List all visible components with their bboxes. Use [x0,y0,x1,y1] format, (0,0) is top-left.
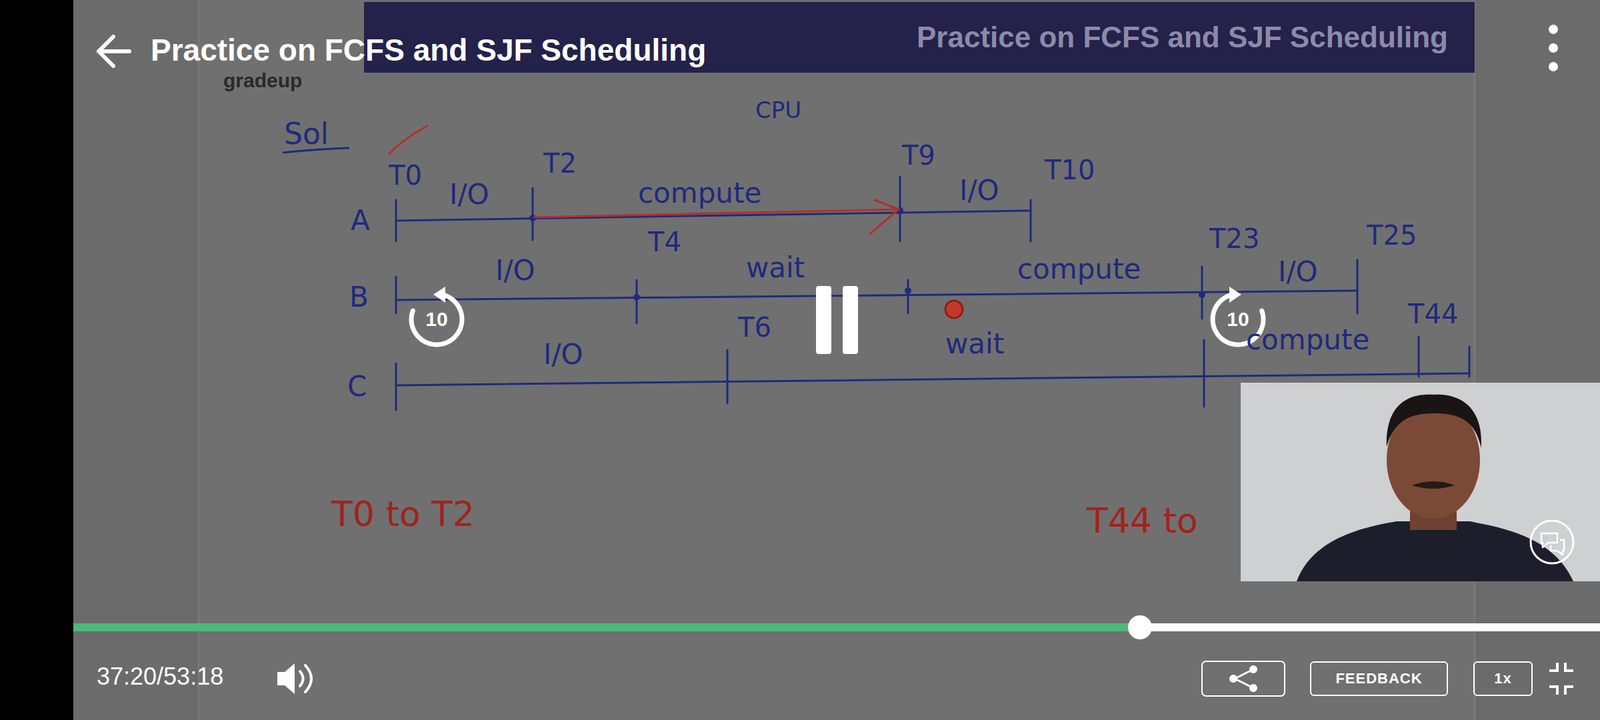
chat-icon [1530,520,1574,564]
time-marker: T0 [388,160,422,191]
red-arrowhead [870,200,899,234]
phase-label: I/O [1278,256,1318,288]
share-button [1202,661,1285,696]
black-strip [0,0,74,720]
volume-waves [300,665,312,692]
tick [726,350,729,404]
progress-played [73,623,1140,632]
pause-bar [816,286,832,354]
logo-text: gradeup [223,69,302,93]
check-mark [388,125,428,155]
time-marker: T23 [1209,223,1260,254]
slide-edge [198,0,200,720]
button-label: FEEDBACK [1335,670,1422,688]
fullscreen-exit-icon [1549,662,1574,695]
share-glyph [1249,684,1258,692]
slide-ground [198,0,1475,720]
rewind-button: 10 [404,286,470,352]
menu-dot [1548,62,1558,72]
time-marker: T4 [648,226,682,258]
tick [395,200,398,242]
progress-knob [1128,615,1152,640]
process-name: C [347,370,367,403]
slide-edge [1474,0,1476,720]
webcam-moustache [1412,481,1455,489]
phase-label: I/O [495,254,536,287]
phase-label: compute [1017,253,1141,286]
time-marker: T2 [543,148,577,179]
tick [907,280,910,314]
phase-label: I/O [959,174,1000,207]
time-marker: T9 [902,140,936,171]
skip-arrow-head [433,286,446,303]
volume-icon [277,663,295,694]
pause-bar [842,286,858,354]
tick [1203,340,1206,407]
back-arrow [98,36,130,66]
tick [1468,346,1471,377]
time-marker: T25 [1366,220,1417,251]
phase-label: I/O [543,338,584,371]
phase-label: I/O [449,178,490,211]
playback-time: 37:20/53:18 [96,662,224,690]
time-marker: T44 [1408,298,1458,330]
webcam-hair [1386,394,1482,448]
chat-glyph [1541,533,1564,555]
solution-mark: Sol [284,117,329,152]
resource-label: CPU [755,97,802,124]
timeline-a [396,210,1031,221]
skip-arrow-head [1229,286,1242,303]
tick [1030,200,1032,242]
phase-label: compute [1246,324,1370,356]
process-name: A [350,204,370,237]
skip-arrow-arc [411,295,462,345]
interval-note: T44 to [1086,501,1198,542]
button-label: 1x [1494,670,1512,688]
time-marker: T6 [738,312,772,343]
phase-label: wait [945,328,1004,360]
red-arrow [534,209,898,218]
time-marker: T10 [1044,154,1095,186]
share-glyph [1249,665,1258,674]
tick [532,188,534,240]
menu-dot [1548,24,1558,34]
skip-seconds: 10 [425,308,448,331]
tick [1356,260,1359,314]
point [633,294,640,301]
webcam-shirt [1296,521,1574,582]
point [904,287,912,294]
timeline-b [396,290,1358,300]
tick [1418,336,1420,377]
skip-seconds: 10 [1226,308,1249,331]
speed-button: 1x [1473,661,1533,696]
pointer-dot [945,300,963,318]
tick [395,276,398,314]
menu-dot [1548,43,1558,53]
video-title: Practice on FCFS and SJF Scheduling [150,32,706,68]
tick [395,363,398,410]
phase-label: wait [746,252,805,284]
slide-heading: Practice on FCFS and SJF Scheduling [916,20,1448,54]
share-glyph [1229,674,1238,683]
tick [636,280,638,324]
point [1198,291,1206,298]
progress-track [73,623,1600,632]
interval-note: T0 to T2 [331,494,475,535]
feedback-button: FEEDBACK [1310,661,1448,696]
process-name: B [349,281,369,314]
phase-label: compute [638,177,762,210]
webcam-panel [1240,382,1600,582]
